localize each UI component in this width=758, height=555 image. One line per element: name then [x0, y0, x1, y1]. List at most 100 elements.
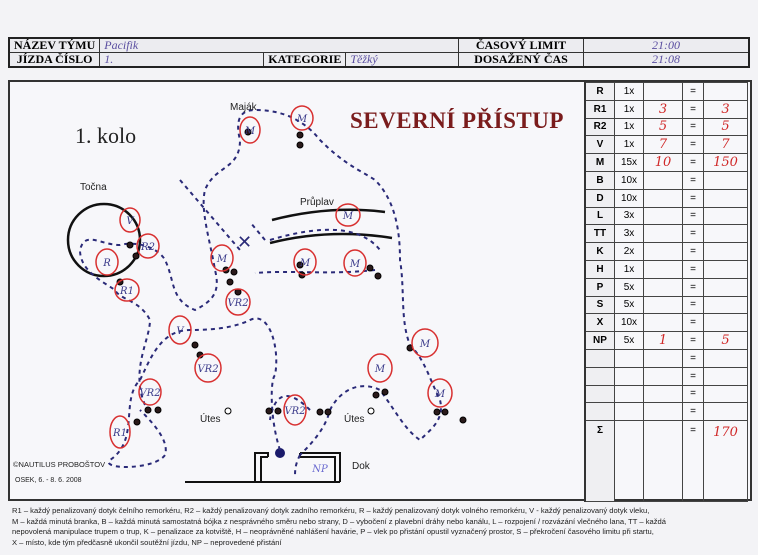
penalty-count: 7 — [643, 135, 683, 155]
penalty-result — [703, 366, 748, 386]
course-path — [78, 108, 442, 479]
penalty-multiplier: 2x — [614, 242, 644, 261]
penalty-code: K — [584, 242, 615, 261]
boat-start-icon — [275, 448, 285, 458]
penalty-result — [703, 313, 748, 333]
penalty-result — [703, 295, 748, 315]
mark: VR2 — [227, 298, 248, 309]
penalty-result — [703, 170, 748, 190]
penalty-count: 10 — [643, 153, 683, 172]
reef-label: Útes — [200, 414, 221, 425]
category-label: KATEGORIE — [263, 52, 347, 68]
equals-sign: = — [682, 402, 704, 422]
achieved-time-value: 21:08 — [583, 52, 750, 68]
header-table: NÁZEV TÝMU Pacifik ČASOVÝ LIMIT 21:00 JÍ… — [8, 37, 750, 68]
penalty-code — [584, 384, 615, 404]
channel-wall-top — [271, 208, 386, 222]
penalty-count — [643, 242, 683, 261]
penalty-multiplier: 1x — [614, 99, 644, 119]
equals-sign: = — [682, 384, 704, 404]
turntable-circle — [66, 202, 142, 278]
penalty-count — [643, 170, 683, 190]
penalty-count — [643, 384, 683, 404]
mark: M — [342, 211, 354, 222]
achieved-time-label: DOSAŽENÝ ČAS — [458, 52, 584, 68]
score-row: = — [584, 366, 748, 386]
penalty-result — [703, 242, 748, 261]
penalty-count — [643, 313, 683, 333]
mark: R1 — [112, 428, 127, 439]
penalty-result — [703, 348, 748, 368]
penalty-multiplier: 3x — [614, 206, 644, 226]
penalty-result: 7 — [703, 135, 748, 155]
stop-x-mark: ✕ — [237, 232, 252, 253]
category-value: Těžký — [345, 52, 459, 68]
ride-number-label: JÍZDA ČÍSLO — [8, 52, 101, 68]
penalty-multiplier — [614, 402, 644, 422]
penalty-multiplier: 15x — [614, 153, 644, 172]
penalty-result — [703, 402, 748, 422]
penalty-multiplier: 5x — [614, 295, 644, 315]
penalty-code — [584, 402, 615, 422]
mark: VR2 — [139, 388, 160, 399]
penalty-result — [703, 277, 748, 297]
mark: M — [349, 259, 361, 270]
mark: V — [176, 326, 185, 337]
penalty-count: 1 — [643, 331, 683, 350]
penalty-multiplier: 1x — [614, 135, 644, 155]
penalty-multiplier: 10x — [614, 188, 644, 208]
equals-sign: = — [682, 259, 704, 279]
equals-sign: = — [682, 366, 704, 386]
equals-sign: = — [682, 242, 704, 261]
penalty-code — [584, 366, 615, 386]
footnote-line: nepovolená manipulace trupem o trup, K –… — [12, 527, 654, 536]
equals-sign: = — [682, 153, 704, 172]
penalty-count — [643, 366, 683, 386]
equals-sign: = — [682, 99, 704, 119]
penalty-code: M — [584, 153, 615, 172]
penalty-result — [703, 206, 748, 226]
penalty-multiplier: 5x — [614, 331, 644, 350]
mark: R1 — [119, 286, 134, 297]
penalty-multiplier: 3x — [614, 224, 644, 244]
equals-sign: = — [682, 348, 704, 368]
penalty-code: V — [584, 135, 615, 155]
round-label: 1. kolo — [75, 123, 137, 148]
empty-cell — [614, 420, 644, 503]
penalty-count — [643, 259, 683, 279]
sum-symbol: Σ — [584, 420, 615, 503]
penalty-count: 5 — [643, 117, 683, 137]
penalty-multiplier — [614, 348, 644, 368]
mark: M — [374, 364, 386, 375]
equals-sign: = — [682, 313, 704, 333]
buoys — [116, 128, 467, 426]
course-title: SEVERNÍ PŘÍSTUP — [350, 108, 564, 133]
footnote-line: M – každá minutá branka, B – každá minut… — [12, 516, 667, 526]
mark: M — [244, 126, 256, 137]
copyright-text: ©NAUTILUS PROBOŠTOV — [13, 460, 106, 469]
penalty-count — [643, 402, 683, 422]
channel-wall-bottom — [269, 232, 393, 245]
reef-label: Útes — [344, 414, 365, 425]
penalty-multiplier: 1x — [614, 117, 644, 137]
mark: M — [296, 114, 308, 125]
penalty-code: S — [584, 295, 615, 315]
penalty-result — [703, 384, 748, 404]
score-row: = — [584, 348, 748, 368]
footnote-line: R1 – každý penalizovaný dotyk čelního re… — [12, 506, 650, 515]
mark: VR2 — [197, 364, 218, 375]
mark: M — [419, 339, 431, 350]
total-score: 170 — [703, 420, 748, 503]
penalty-code: TT — [584, 224, 615, 244]
penalty-count — [643, 188, 683, 208]
penalty-code — [584, 348, 615, 368]
penalty-circles — [95, 105, 453, 449]
